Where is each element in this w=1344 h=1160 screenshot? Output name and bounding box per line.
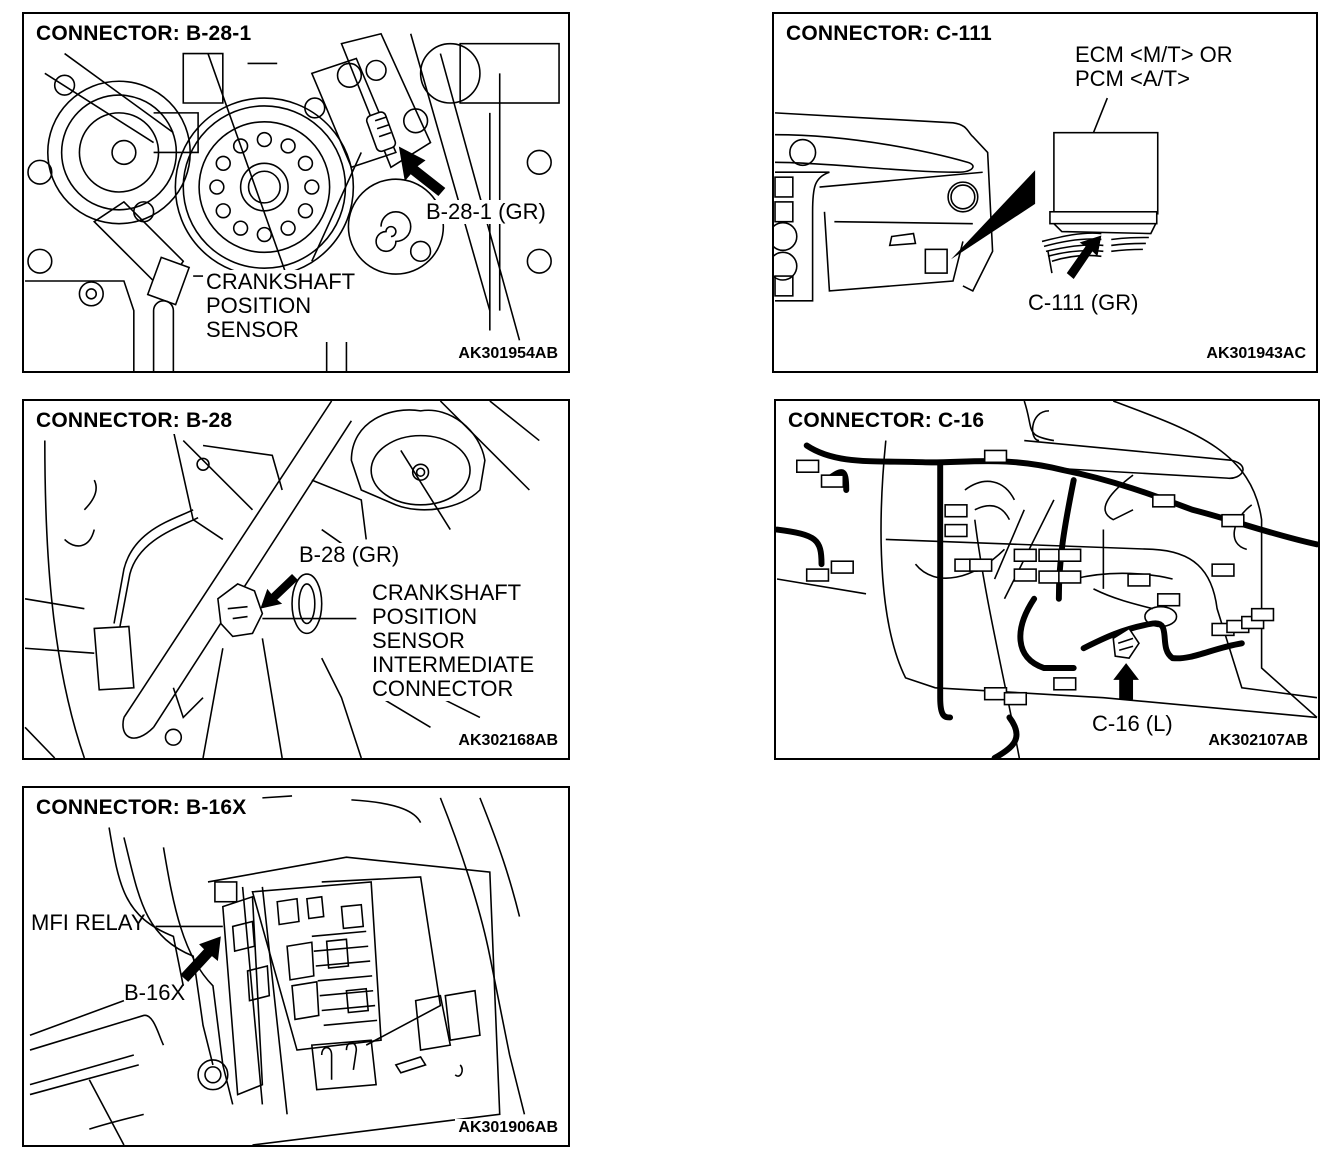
figure-code: AK302168AB (455, 732, 558, 750)
harness-connector (1221, 513, 1245, 528)
harness-connector (983, 686, 1008, 701)
component-label-line: PCM <A/T> (1075, 66, 1190, 91)
harness-connector (1013, 548, 1037, 562)
connector-callout: B-16X (124, 980, 186, 1005)
harness-connector (830, 560, 854, 574)
component-label: CRANKSHAFT POSITION SENSOR (206, 269, 356, 342)
wiring-harness-illustration (776, 401, 1318, 758)
component-label-line: POSITION (206, 293, 312, 318)
figure-code: AK302107AB (1205, 732, 1308, 750)
crankshaft-sensor-illustration (25, 32, 560, 371)
harness-connector (1038, 548, 1062, 562)
connector-panel-c-16: CONNECTOR: C-16 C-16 (L) AK302107AB (774, 399, 1320, 760)
harness-connector (1003, 691, 1028, 706)
harness-connector (1211, 563, 1235, 577)
harness-connector (796, 459, 820, 473)
connector-callout: B-28 (GR) (299, 542, 400, 567)
harness-connector (944, 523, 968, 538)
intermediate-connector-illustration (24, 401, 540, 758)
connector-panel-b-28: CONNECTOR: B-28 B-28 (GR) CRANKSHAFT POS… (22, 399, 570, 760)
harness-connector (1152, 494, 1176, 508)
connector-callout: C-111 (GR) (1028, 290, 1139, 315)
component-label-line: ECM <M/T> OR (1075, 42, 1233, 67)
harness-connector (969, 558, 993, 572)
component-label-line: SENSOR (372, 628, 465, 653)
connector-callout: C-16 (L) (1092, 711, 1173, 736)
figure-code: AK301906AB (455, 1119, 558, 1137)
figure-code: AK301943AC (1203, 345, 1306, 363)
harness-connector (1013, 568, 1037, 582)
component-label: ECM <M/T> OR PCM <A/T> (1075, 43, 1233, 91)
panel-title: CONNECTOR: B-28-1 (36, 22, 255, 47)
connector-panel-b-28-1: CONNECTOR: B-28-1 B-28-1 (GR) CRANKSHAFT… (22, 12, 570, 373)
connector-panel-c-111: CONNECTOR: C-111 ECM <M/T> OR PCM <A/T> … (772, 12, 1318, 373)
harness-connector (1058, 570, 1082, 584)
panel-title: CONNECTOR: C-16 (788, 409, 988, 434)
component-label-line: POSITION (372, 604, 478, 629)
component-label: CRANKSHAFT POSITION SENSOR INTERMEDIATE … (372, 580, 535, 701)
panel-title: CONNECTOR: B-28 (36, 409, 236, 434)
connector-panel-b-16x: CONNECTOR: B-16X MFI RELAY B-16X AK30190… (22, 786, 570, 1147)
harness-connector (1156, 593, 1181, 607)
harness-connector (1250, 607, 1275, 622)
panel-title: CONNECTOR: B-16X (36, 796, 250, 821)
component-label-line: CONNECTOR (372, 676, 514, 701)
harness-connector (1053, 677, 1077, 691)
component-label-line: CRANKSHAFT (372, 580, 522, 605)
component-label-line: MFI RELAY (31, 910, 146, 935)
harness-connector (983, 449, 1008, 464)
harness-connector (944, 504, 968, 518)
harness-connector (820, 474, 845, 488)
harness-connector (1038, 570, 1062, 584)
figure-code: AK301954AB (455, 345, 558, 363)
connector-callout: B-28-1 (GR) (426, 199, 546, 224)
harness-connector (805, 568, 830, 582)
panel-title: CONNECTOR: C-111 (786, 22, 995, 47)
harness-connector (1058, 548, 1082, 562)
harness-connector (1127, 573, 1151, 587)
component-label: MFI RELAY (31, 911, 146, 935)
component-label-line: CRANKSHAFT (206, 269, 356, 294)
ecm-dashboard-illustration (774, 97, 1159, 302)
relay-box-illustration (29, 795, 526, 1145)
component-label-line: INTERMEDIATE (372, 652, 535, 677)
component-label-line: SENSOR (206, 317, 299, 342)
